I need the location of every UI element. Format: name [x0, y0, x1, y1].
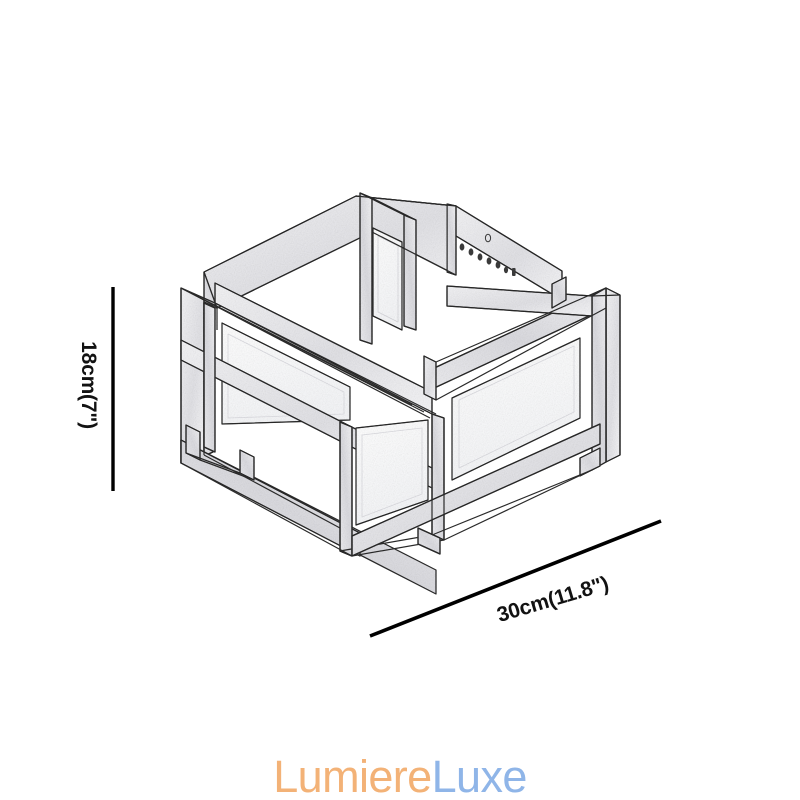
light-panel-rear-center [372, 227, 403, 331]
frame-center-rear [359, 192, 417, 345]
width-dimension-line [369, 519, 662, 638]
brand-watermark: LumiereLuxe [273, 751, 527, 800]
post-rear-right [551, 276, 567, 309]
frame-rear-right [446, 203, 457, 276]
dimension-lines [111, 287, 662, 638]
post-center [423, 355, 437, 401]
light-panel-right [451, 337, 581, 481]
brand-watermark-part-one: Lumiere [273, 751, 432, 800]
brand-watermark-part-two: Luxe [431, 751, 528, 800]
led-detail-marks [459, 233, 516, 276]
post-left [203, 302, 216, 453]
bracket-lower-left [185, 424, 255, 481]
light-panel-lower-center [355, 419, 429, 526]
light-panel-left [221, 322, 351, 425]
lamp-body [180, 192, 621, 595]
cage-edges [180, 195, 621, 557]
height-dimension-label: 18cm(7") [77, 341, 100, 429]
